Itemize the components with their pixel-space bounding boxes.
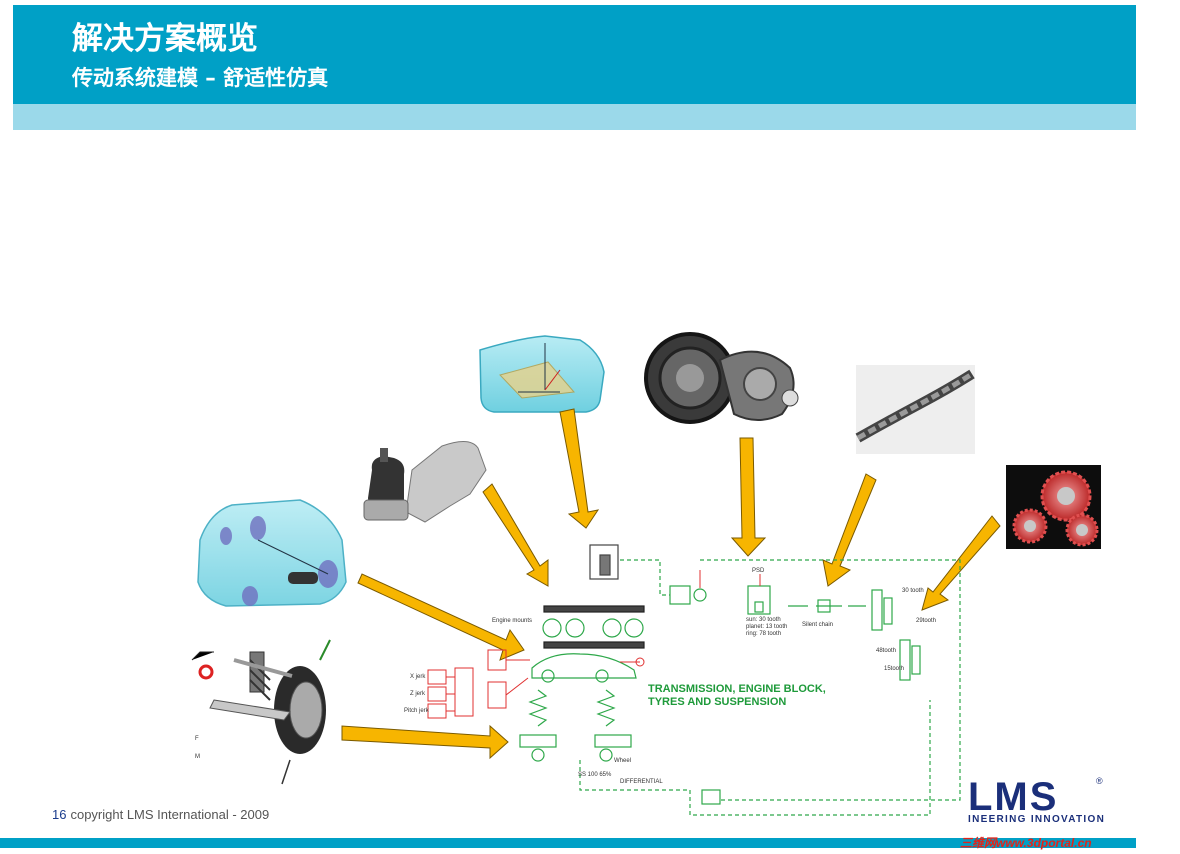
model-caption-line1: TRANSMISSION, ENGINE BLOCK, bbox=[648, 683, 826, 695]
suspension-image: F M bbox=[191, 639, 331, 785]
jerk-signal-blocks bbox=[427, 570, 761, 719]
planetary-gears-image bbox=[1006, 465, 1101, 549]
arrow-chain bbox=[822, 473, 877, 587]
lms-logo: LMS ® bbox=[968, 775, 1103, 819]
tooth-30-label: 30 tooth bbox=[902, 588, 924, 594]
tooth-48-label: 48tooth bbox=[876, 648, 897, 654]
engine-mounts-label: Engine mounts bbox=[492, 618, 533, 624]
arrow-group bbox=[341, 408, 1001, 760]
arrow-engine-mount bbox=[482, 483, 549, 587]
differential-label: DIFFERENTIAL bbox=[620, 779, 663, 785]
page-title: 解决方案概览 bbox=[72, 21, 258, 57]
arrow-suspension bbox=[341, 724, 509, 760]
arrow-gearbox bbox=[730, 437, 767, 557]
engine-mount-image bbox=[363, 441, 487, 523]
header-bar bbox=[13, 5, 1136, 104]
svg-text:®: ® bbox=[1096, 776, 1103, 786]
psd-planet-label: planet: 13 tooth bbox=[746, 624, 788, 630]
tooth-29-label: 29tooth bbox=[916, 618, 937, 624]
gearbox-image bbox=[644, 332, 799, 424]
pitch-jerk-label: Pitch jerk bbox=[404, 708, 429, 714]
tooth-15-label: 15tooth bbox=[884, 666, 905, 672]
model-caption-line2: TYRES AND SUSPENSION bbox=[648, 696, 787, 708]
footer-bar bbox=[0, 838, 1136, 848]
svg-text:M: M bbox=[195, 754, 200, 760]
logo-brand: LMS bbox=[968, 775, 1058, 819]
page-number: 16 bbox=[52, 807, 67, 822]
header-strip bbox=[13, 104, 1136, 130]
silent-chain-label: Silent chain bbox=[802, 622, 834, 628]
arrow-gears bbox=[921, 515, 1001, 611]
page-subtitle: 传动系统建模 – 舒适性仿真 bbox=[72, 66, 329, 90]
arrow-car-model bbox=[357, 573, 525, 661]
arrow-vehicle-body bbox=[559, 408, 600, 529]
copyright-text: copyright LMS International - 2009 bbox=[70, 807, 270, 822]
car-model-image bbox=[197, 499, 347, 607]
ss-label: SS 100 65% bbox=[578, 772, 612, 778]
logo-tagline: INEERING INNOVATION bbox=[968, 814, 1106, 825]
psd-sun-label: sun: 30 tooth bbox=[746, 617, 781, 623]
x-jerk-label: X jerk bbox=[410, 674, 426, 680]
psd-ring-label: ring: 78 tooth bbox=[746, 631, 782, 637]
model-caption: TRANSMISSION, ENGINE BLOCK, TYRES AND SU… bbox=[648, 683, 826, 709]
z-jerk-label: Z jerk bbox=[410, 691, 425, 697]
psd-label: PSD bbox=[752, 568, 765, 574]
chain-image bbox=[855, 365, 975, 454]
simulation-model bbox=[519, 544, 961, 816]
watermark: 三维网www.3dportal.cn bbox=[960, 836, 1092, 850]
svg-text:F: F bbox=[195, 736, 199, 742]
vehicle-body-image bbox=[479, 335, 605, 413]
wheel-label: Wheel bbox=[614, 758, 632, 764]
